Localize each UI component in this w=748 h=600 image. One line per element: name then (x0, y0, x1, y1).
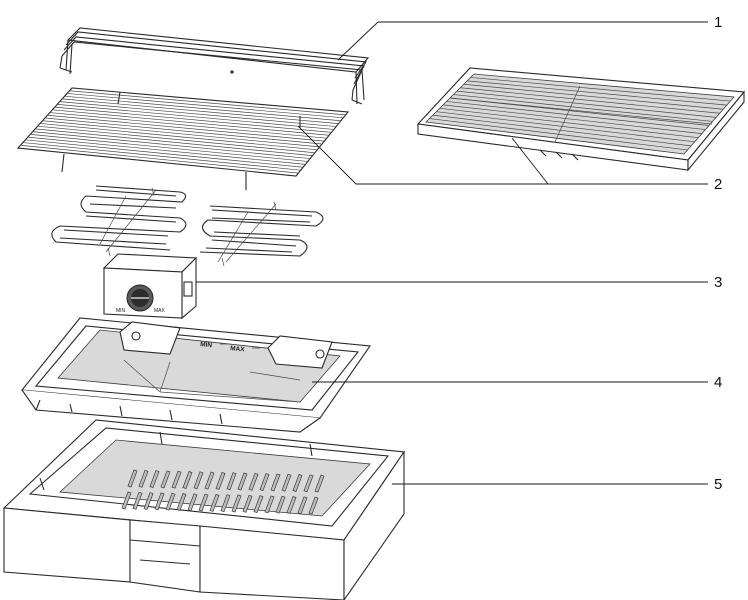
thermostat-control: MIN MAX (102, 253, 198, 320)
knob-min-label: MIN (116, 308, 126, 314)
callout-4: 4 (714, 374, 722, 391)
callouts: 1 2 3 4 5 (196, 14, 722, 493)
heating-element-coils (51, 185, 324, 267)
max-label: MAX (230, 345, 246, 354)
callout-2: 2 (714, 176, 722, 193)
grill-plate (416, 67, 746, 172)
callout-1: 1 (714, 14, 722, 31)
knob-max-label: MAX (154, 308, 166, 314)
base (2, 419, 405, 600)
drip-tray: MIN MAX (20, 317, 371, 433)
min-label: MIN (200, 341, 213, 349)
callout-3: 3 (714, 274, 722, 291)
callout-5: 5 (714, 476, 722, 493)
wire-grill-rack (16, 87, 350, 190)
top-frame (59, 27, 370, 105)
